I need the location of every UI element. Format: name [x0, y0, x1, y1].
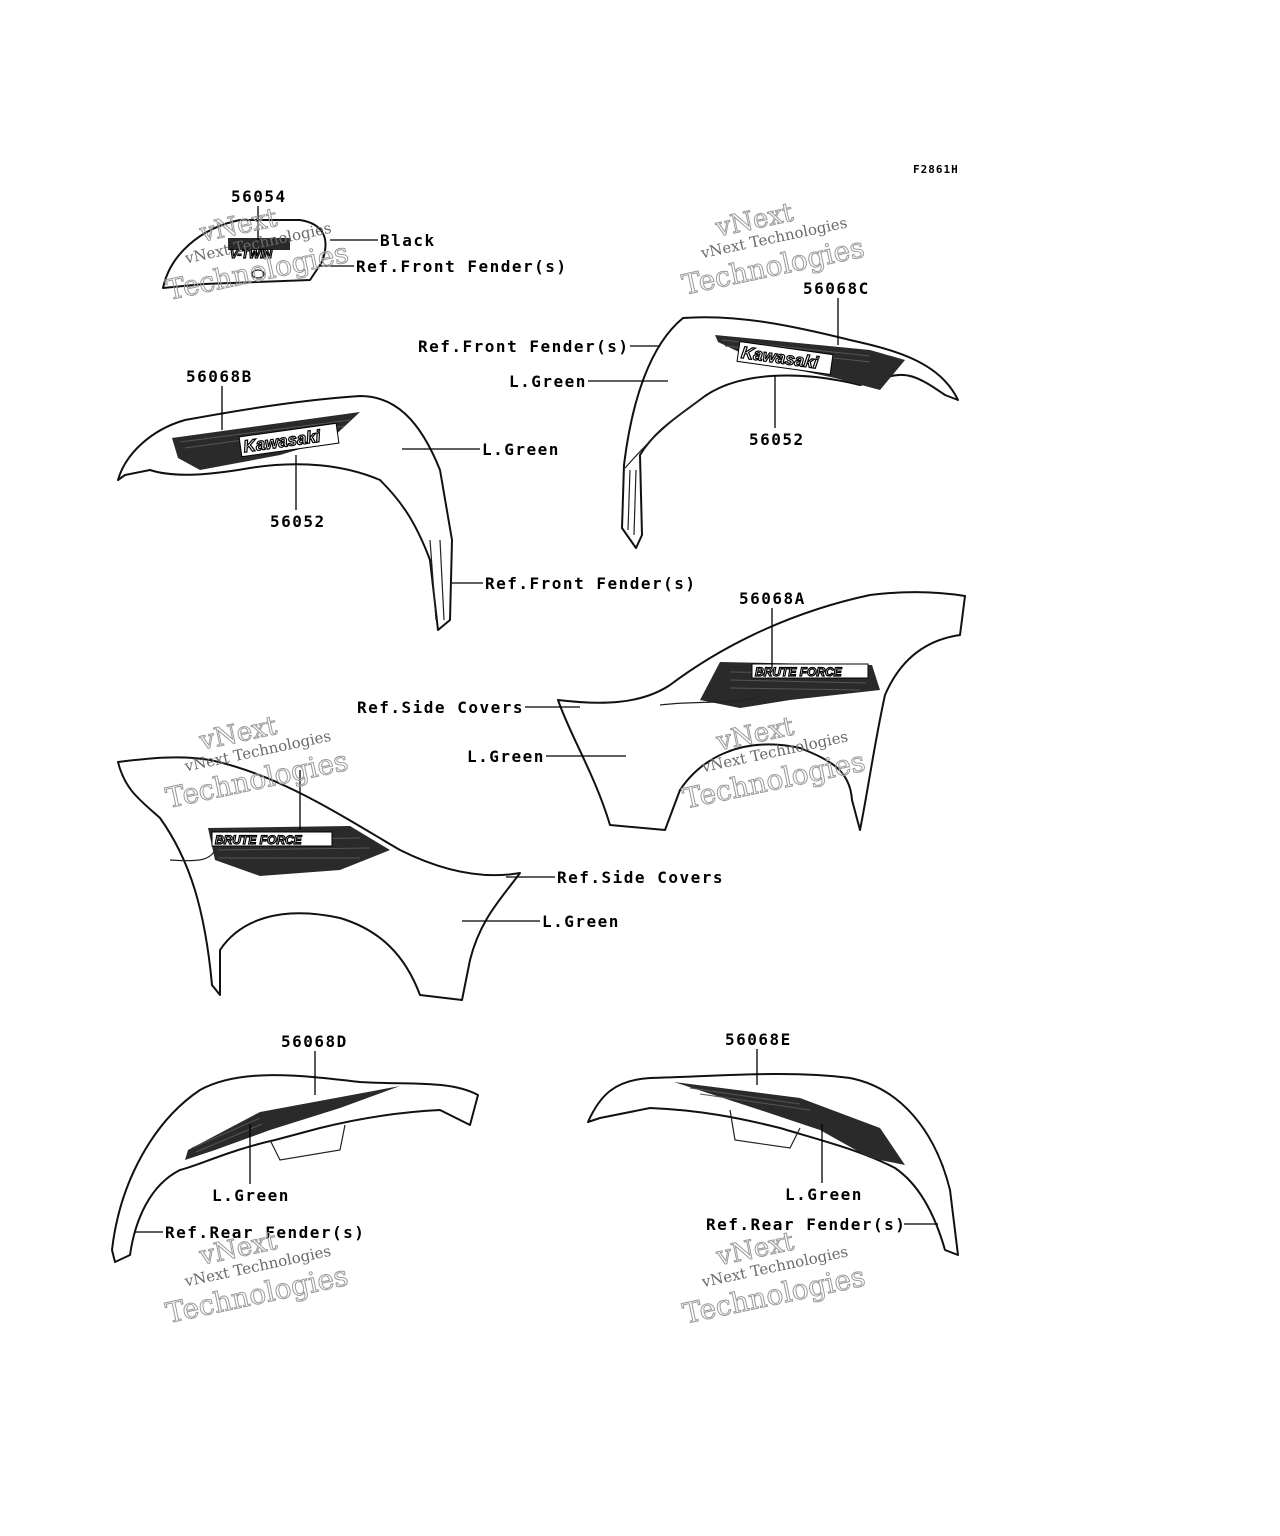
label-ref-rear-fender-1: Ref.Rear Fender(s) [165, 1223, 365, 1242]
brute-force-decal-right: BRUTE FORCE [755, 665, 843, 679]
label-lgreen-1: L.Green [509, 372, 587, 391]
front-emblem-part: V-TWIN [162, 219, 327, 289]
label-lgreen-6: L.Green [785, 1185, 863, 1204]
left-rear-fender-part [111, 1074, 479, 1263]
part-number-56068e: 56068E [725, 1030, 792, 1049]
part-number-56068d: 56068D [281, 1032, 348, 1051]
label-ref-side-covers-1: Ref.Side Covers [357, 698, 524, 717]
part-number-56068b: 56068B [186, 367, 253, 386]
label-black: Black [380, 231, 436, 250]
label-lgreen-3: L.Green [467, 747, 545, 766]
vtwin-emblem-text: V-TWIN [230, 247, 273, 261]
label-lgreen-4: L.Green [542, 912, 620, 931]
part-number-56068c: 56068C [803, 279, 870, 298]
left-front-fender-part: Kawasaki [117, 395, 453, 631]
part-number-56052-left: 56052 [270, 512, 326, 531]
figure-code: F2861H [913, 163, 959, 176]
label-ref-front-fender-3: Ref.Front Fender(s) [485, 574, 697, 593]
left-side-cover-part: BRUTE FORCE [117, 756, 521, 1001]
label-lgreen-5: L.Green [212, 1186, 290, 1205]
right-front-fender-part: Kawasaki [621, 316, 959, 549]
part-number-56054: 56054 [231, 187, 287, 206]
right-side-cover-part: BRUTE FORCE [557, 591, 966, 831]
label-lgreen-2: L.Green [482, 440, 560, 459]
right-rear-fender-part [587, 1072, 959, 1256]
label-ref-side-covers-2: Ref.Side Covers [557, 868, 724, 887]
watermark-bottom-right: vNext vNext Technologies Technologies [679, 1226, 868, 1331]
label-ref-front-fender-1: Ref.Front Fender(s) [356, 257, 568, 276]
label-ref-rear-fender-2: Ref.Rear Fender(s) [706, 1215, 906, 1234]
part-number-56068a: 56068A [739, 589, 806, 608]
label-ref-front-fender-2: Ref.Front Fender(s) [418, 337, 630, 356]
brute-force-decal-left: BRUTE FORCE [215, 833, 303, 847]
part-number-56052-right: 56052 [749, 430, 805, 449]
watermark-top-left: vNext vNext Technologies Technologies [163, 202, 352, 307]
